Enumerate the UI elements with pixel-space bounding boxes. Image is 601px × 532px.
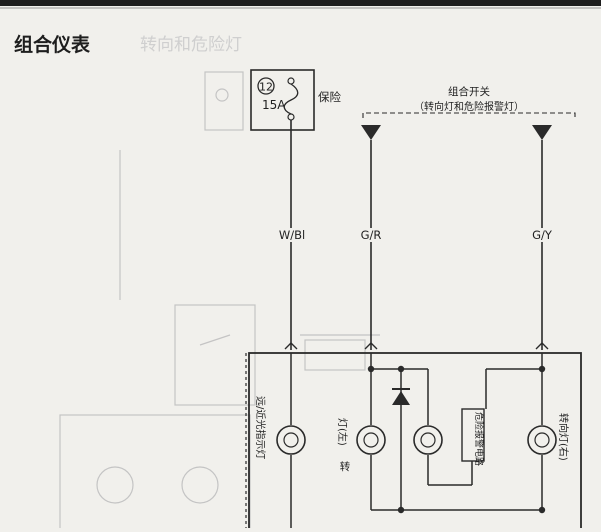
fuse-label: 保险 — [318, 90, 341, 104]
faded-background — [59, 71, 380, 532]
wire-label-right: G/Y — [532, 228, 553, 242]
wire-label-bg-mid — [356, 228, 386, 242]
wire-label-left: W/Bl — [279, 228, 305, 242]
turn-char-label: 转 — [340, 460, 351, 473]
headlight-indicator-label: 远/近光指示灯 — [254, 396, 267, 459]
fuse-rect — [250, 69, 315, 131]
page-title: 组合仪表 — [14, 33, 91, 56]
ghost-circle — [215, 88, 229, 102]
lamp-headlight — [276, 425, 306, 455]
wires — [290, 120, 543, 350]
ghost-lamp-1 — [96, 466, 134, 504]
fuse-terminal-top — [287, 77, 295, 85]
bulb-icon — [413, 425, 443, 455]
connector-chevrons — [284, 342, 549, 350]
ghost-lamp-2 — [181, 466, 219, 504]
right-turn-label: 转向灯(右) — [557, 413, 570, 461]
connector-arrow-left-icon — [361, 125, 381, 140]
chevron-up-icon — [535, 342, 549, 350]
switch-bracket — [362, 112, 576, 118]
chevron-up-icon — [284, 342, 298, 350]
ghost-fuse-box — [204, 71, 244, 131]
bulb-icon — [527, 425, 557, 455]
bulb-icon — [356, 425, 386, 455]
wire-label-mid: G/R — [361, 228, 382, 242]
switch-subtitle: （转向灯和危险报警灯） — [414, 100, 524, 113]
ghost-box — [174, 304, 256, 406]
cluster-box — [248, 352, 582, 532]
bulb-filament-icon — [283, 432, 299, 448]
switch-title: 组合开关 — [448, 85, 490, 98]
fuse-number-circle — [257, 77, 275, 95]
diode-icon — [392, 388, 410, 405]
fuse-terminal-bottom — [287, 113, 295, 121]
junction-dot — [367, 365, 375, 373]
bulb-filament-icon — [363, 432, 379, 448]
ghost-cluster — [59, 414, 251, 532]
ghost-label-box — [304, 339, 366, 371]
junction-dot — [538, 506, 546, 514]
hazard-circuit-label: 危险报警电路 — [473, 412, 485, 466]
junction-dot — [538, 365, 546, 373]
connector-arrow-right-icon — [532, 125, 552, 140]
bulb-icon — [276, 425, 306, 455]
fuse-number: 12 — [259, 81, 273, 94]
wire-label-bg-left — [274, 228, 310, 242]
chevron-up-icon — [364, 342, 378, 350]
wire-label-bg-right — [527, 228, 557, 242]
top-border — [0, 0, 601, 6]
lamp-center — [413, 425, 443, 455]
ghost-switch — [199, 334, 231, 346]
bulb-filament-icon — [420, 432, 436, 448]
junctions — [367, 365, 546, 514]
lamp-left-turn — [356, 425, 386, 455]
junction-dot — [397, 365, 405, 373]
lamp-right-turn — [527, 425, 557, 455]
faded-title: 转向和危险灯 — [140, 35, 242, 55]
diode-triangle — [392, 391, 410, 405]
fuse-element-icon — [283, 83, 299, 115]
fuse-rating: 15A — [262, 98, 286, 112]
bulb-filament-icon — [534, 432, 550, 448]
junction-dot — [397, 506, 405, 514]
left-turn-label: 灯(左) — [336, 418, 349, 446]
fuse-box: 12 15A — [250, 69, 315, 131]
hazard-circuit-box — [461, 408, 485, 462]
